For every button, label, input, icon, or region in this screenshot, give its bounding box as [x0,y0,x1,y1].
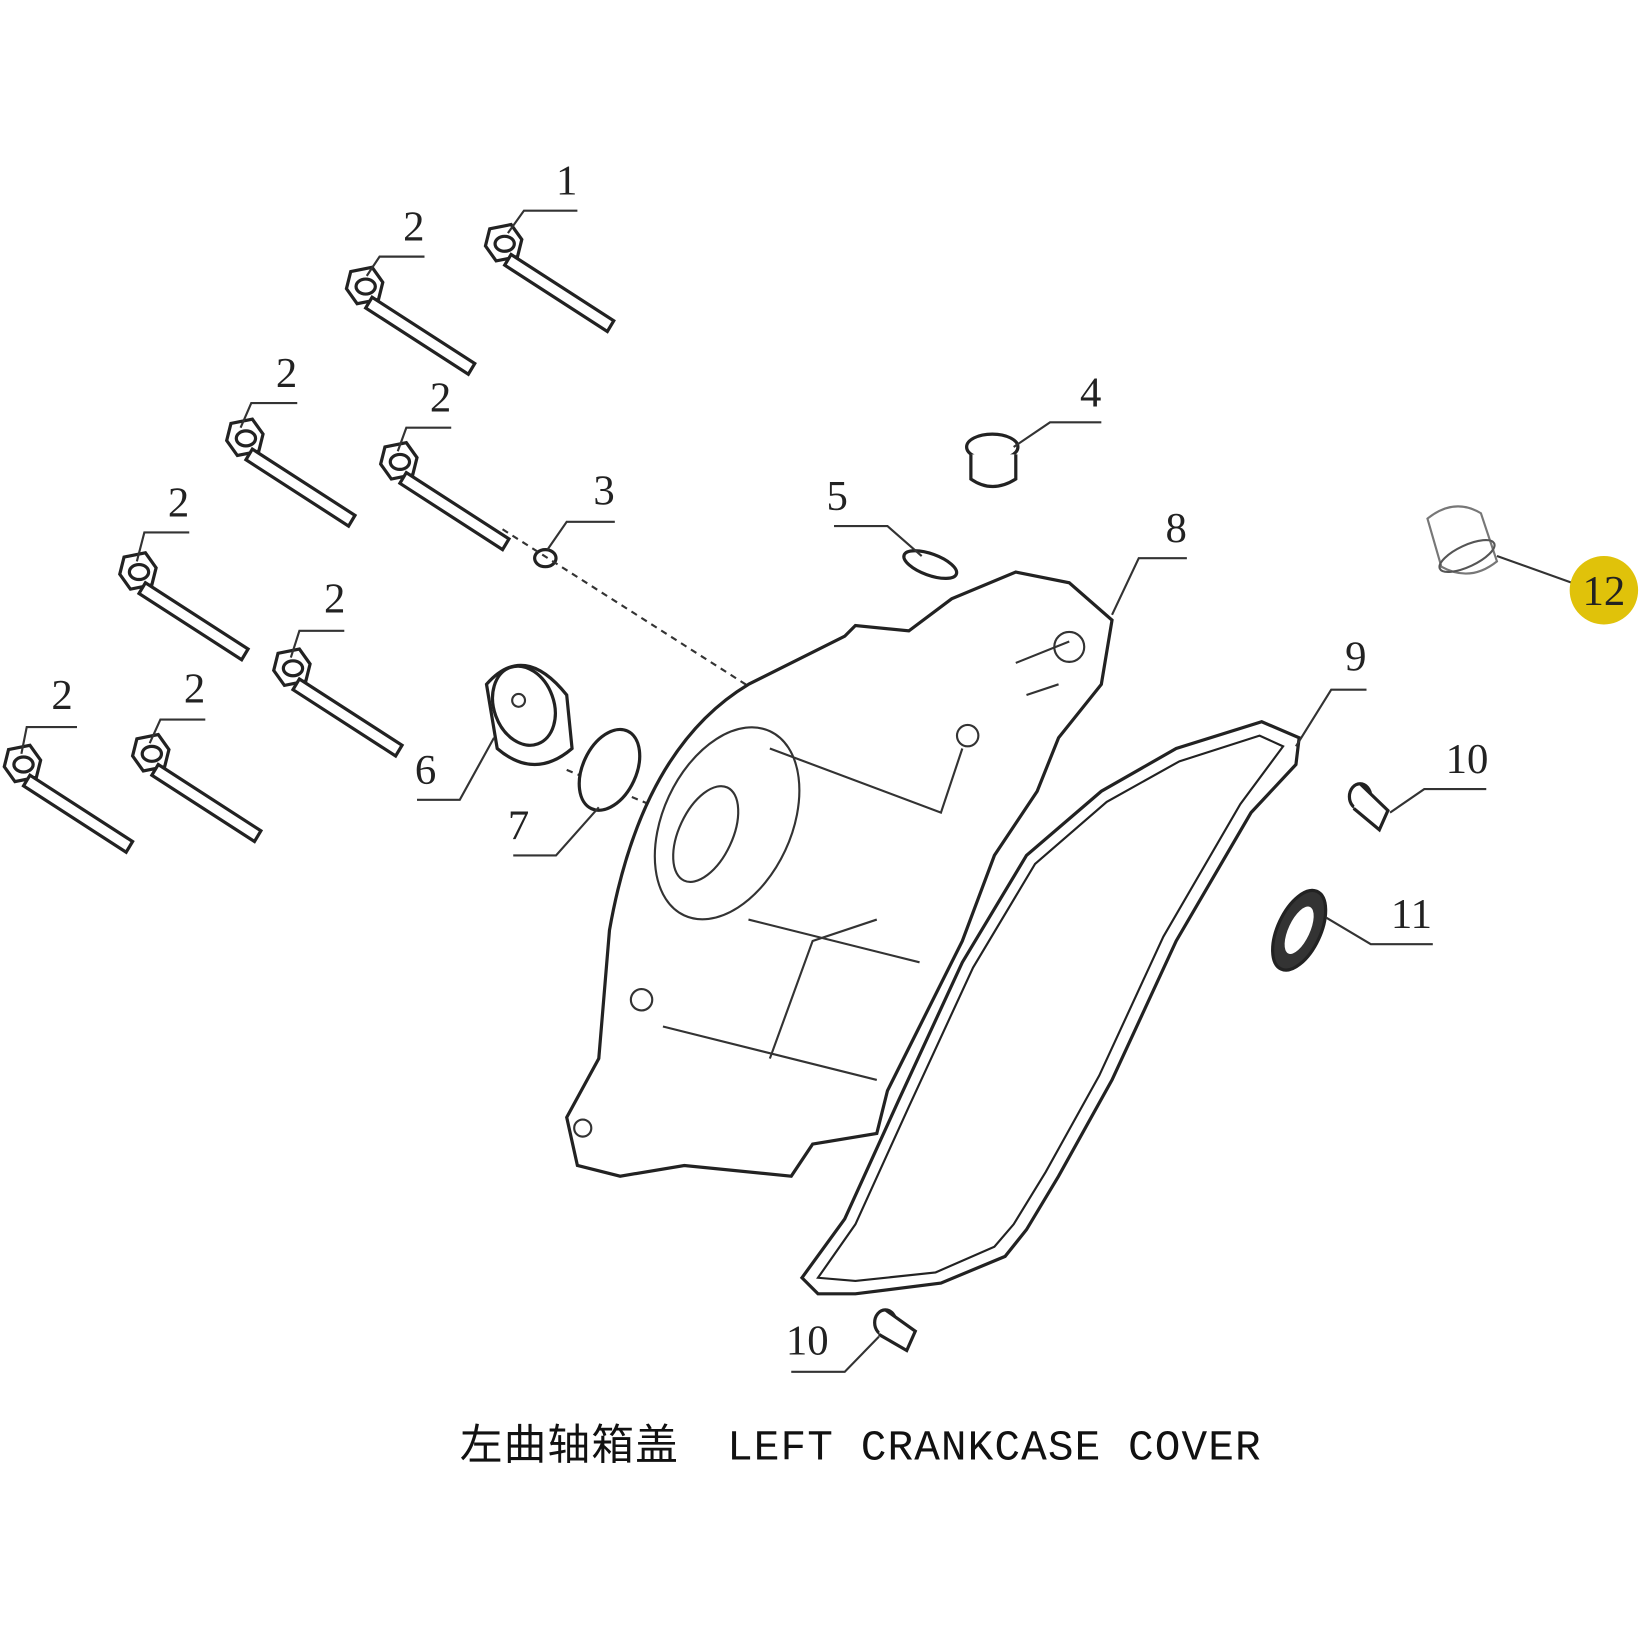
callout-10[interactable]: 10 [786,1318,829,1365]
dowel-part-10b [873,1308,918,1353]
bolt-part-1 [483,222,616,334]
callout-2[interactable]: 2 [276,350,297,397]
o-ring-part-7 [577,727,642,812]
dowel-part-10a [1347,782,1390,833]
oil-seal-part-11 [1271,888,1328,972]
cap-part-6 [484,663,574,767]
callout-2[interactable]: 2 [324,576,345,623]
callout-2[interactable]: 2 [184,666,205,713]
callout-10[interactable]: 10 [1446,736,1489,783]
callout-8[interactable]: 8 [1165,505,1186,552]
plug-part-4 [965,432,1020,489]
bolt-part-2d [118,551,250,662]
callout-2[interactable]: 2 [430,375,451,422]
caption-english: LEFT CRANKCASE COVER [727,1424,1262,1473]
callout-5[interactable]: 5 [827,473,848,520]
callout-7[interactable]: 7 [508,802,529,849]
bolt-part-2f [2,743,135,854]
bolt-part-2g [130,732,263,844]
callout-6[interactable]: 6 [415,747,436,794]
callout-9[interactable]: 9 [1345,633,1366,680]
bolt-part-2c [379,441,511,552]
highlight-marker [1569,556,1639,625]
callout-2[interactable]: 2 [168,479,189,526]
caption-chinese: 左曲轴箱盖 [460,1423,679,1473]
callout-2[interactable]: 2 [51,672,72,719]
bolt-part-2e [272,647,404,758]
washer-part-3 [533,547,558,569]
crankcase-cover-part-8 [565,570,1114,1178]
callout-4[interactable]: 4 [1080,369,1101,416]
diagram-caption: 左曲轴箱盖 LEFT CRANKCASE COVER [460,1423,1262,1473]
o-ring-part-5 [902,549,959,581]
bolt-part-2a [344,265,477,376]
callout-3[interactable]: 3 [593,468,614,515]
gasket-part-9 [799,720,1301,1296]
callout-12[interactable]: 12 [1583,568,1626,615]
leader-lines [20,209,1573,1373]
callout-1[interactable]: 1 [556,158,577,205]
bolt-part-2b [225,417,357,528]
sleeve-part-12 [1426,505,1499,575]
callout-2[interactable]: 2 [403,204,424,251]
callout-11[interactable]: 11 [1391,891,1432,938]
